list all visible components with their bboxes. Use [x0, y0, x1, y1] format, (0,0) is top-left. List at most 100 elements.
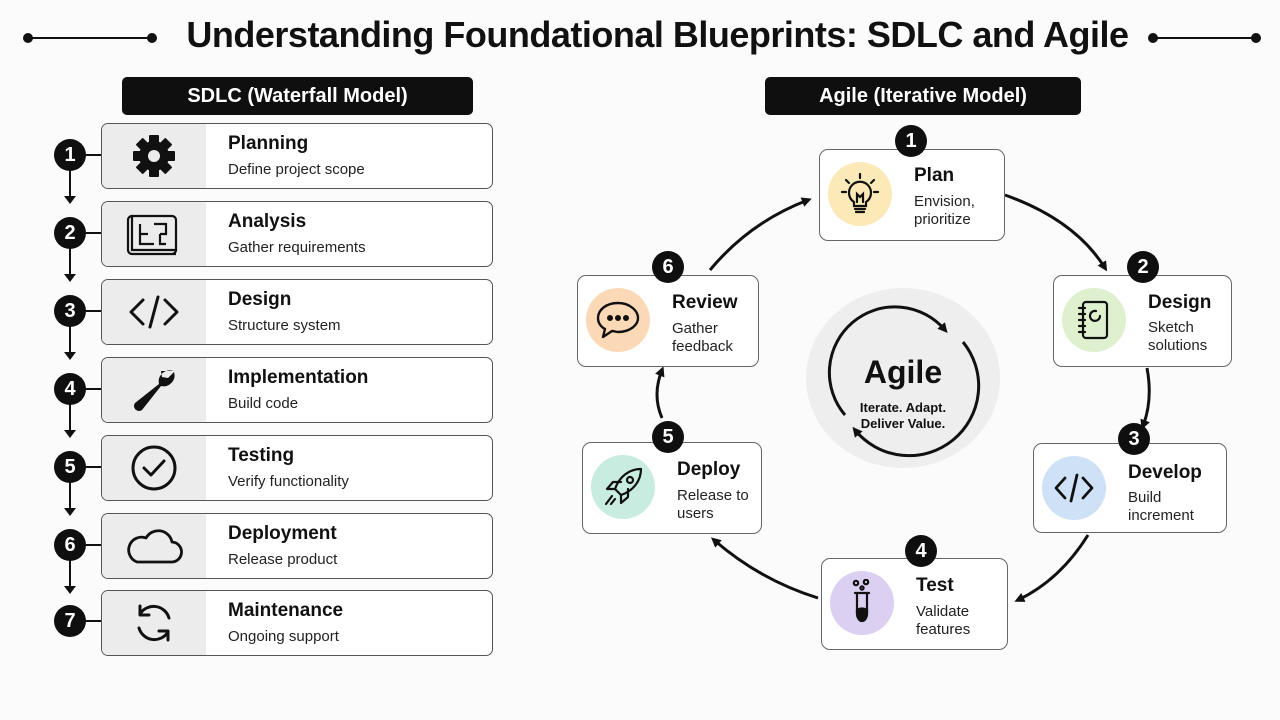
down-arrow-icon: [64, 430, 76, 438]
down-arrow-icon: [64, 508, 76, 516]
down-arrow-icon: [64, 274, 76, 282]
agile-step-number: 4: [905, 535, 937, 567]
step-title: Analysis: [228, 211, 307, 232]
agile-step-develop: Develop Build increment: [1033, 443, 1227, 533]
arrow-test-to-deploy: [710, 537, 819, 600]
agile-center-title: Agile: [863, 354, 943, 390]
step-connector: [86, 620, 101, 622]
rocket-icon: [591, 455, 655, 519]
sdlc-step-number: 7: [54, 605, 86, 637]
sdlc-step-analysis: Analysis Gather requirements: [101, 201, 493, 267]
step-description: Release product: [228, 551, 338, 568]
agile-step-desc-line: Release to: [677, 487, 749, 504]
blueprint-icon: [102, 202, 206, 266]
sdlc-step-testing: Testing Verify functionality: [101, 435, 493, 501]
agile-step-title: Review: [672, 292, 738, 313]
agile-step-test: Test Validate features: [821, 558, 1008, 650]
sdlc-header: SDLC (Waterfall Model): [122, 77, 473, 115]
code-brackets-icon: [1042, 456, 1106, 520]
sdlc-step-number: 3: [54, 295, 86, 327]
sdlc-step-deployment: Deployment Release product: [101, 513, 493, 579]
agile-step-plan: Plan Envision, prioritize: [819, 149, 1005, 241]
sdlc-step-maintenance: Maintenance Ongoing support: [101, 590, 493, 656]
sdlc-step-number: 2: [54, 217, 86, 249]
step-description: Gather requirements: [228, 239, 366, 256]
title-rule-left: [28, 37, 156, 39]
agile-step-number: 5: [652, 421, 684, 453]
agile-step-deploy: Deploy Release to users: [582, 442, 762, 534]
arrow-plan-to-design: [1004, 193, 1108, 272]
agile-step-number: 2: [1127, 251, 1159, 283]
center-arrow-lower: [852, 341, 981, 458]
timeline-segment: [69, 544, 71, 590]
agile-step-desc-line: Sketch: [1148, 319, 1194, 336]
agile-step-desc-line: features: [916, 621, 971, 638]
sdlc-step-number: 4: [54, 373, 86, 405]
agile-step-desc-line: prioritize: [914, 211, 971, 228]
title-dot-right: [1251, 33, 1261, 43]
agile-step-desc-line: Gather: [672, 320, 718, 337]
agile-step-number: 1: [895, 125, 927, 157]
chat-bubble-icon: [586, 288, 650, 352]
step-connector: [86, 544, 101, 546]
step-title: Design: [228, 289, 292, 310]
timeline-segment: [69, 154, 71, 200]
agile-step-desc-line: increment: [1128, 507, 1194, 524]
sdlc-step-number: 5: [54, 451, 86, 483]
agile-step-title: Test: [916, 575, 954, 596]
agile-step-title: Plan: [914, 165, 955, 186]
step-title: Testing: [228, 445, 295, 466]
agile-step-number: 3: [1118, 423, 1150, 455]
agile-step-desc: Envision, prioritize: [914, 193, 994, 229]
agile-step-desc: Validate features: [916, 603, 996, 639]
agile-step-desc-line: Validate: [916, 603, 970, 620]
agile-step-design: Design Sketch solutions: [1053, 275, 1232, 367]
step-connector: [86, 232, 101, 234]
step-title: Deployment: [228, 523, 337, 544]
agile-step-desc: Release to users: [677, 487, 757, 523]
step-description: Define project scope: [228, 161, 365, 178]
agile-step-desc-line: feedback: [672, 338, 733, 355]
agile-step-desc: Build increment: [1128, 489, 1208, 525]
step-connector: [86, 466, 101, 468]
agile-step-desc: Sketch solutions: [1148, 319, 1228, 355]
step-title: Planning: [228, 133, 309, 154]
check-circle-icon: [102, 436, 206, 500]
agile-step-review: Review Gather feedback: [577, 275, 759, 367]
timeline-segment: [69, 466, 71, 512]
timeline-segment: [69, 388, 71, 434]
agile-step-desc: Gather feedback: [672, 320, 752, 356]
arrow-develop-to-test: [1014, 534, 1090, 602]
code-brackets-icon: [102, 280, 206, 344]
title-row: Understanding Foundational Blueprints: S…: [0, 10, 1280, 62]
wrench-icon: [102, 358, 206, 422]
agile-center-line1: Iterate. Adapt.: [859, 400, 947, 415]
arrow-design-to-develop: [1140, 367, 1151, 430]
sdlc-step-implementation: Implementation Build code: [101, 357, 493, 423]
flask-icon: [830, 571, 894, 635]
sdlc-step-design: Design Structure system: [101, 279, 493, 345]
arrow-deploy-to-review: [655, 366, 665, 419]
agile-step-desc-line: Envision,: [914, 193, 975, 210]
agile-step-desc-line: solutions: [1148, 337, 1208, 354]
agile-step-number: 6: [652, 251, 684, 283]
cloud-icon: [102, 514, 206, 578]
step-connector: [86, 310, 101, 312]
arrow-review-to-plan: [708, 197, 812, 271]
sdlc-step-number: 1: [54, 139, 86, 171]
agile-step-title: Develop: [1128, 462, 1202, 483]
step-description: Verify functionality: [228, 473, 349, 490]
down-arrow-icon: [64, 586, 76, 594]
title-rule-right: [1152, 37, 1256, 39]
step-description: Ongoing support: [228, 628, 339, 645]
title-dot-left-inner: [147, 33, 157, 43]
page-title: Understanding Foundational Blueprints: S…: [186, 14, 1129, 55]
step-connector: [86, 154, 101, 156]
agile-step-desc-line: users: [677, 505, 714, 522]
agile-center-line2: Deliver Value.: [860, 416, 946, 431]
step-title: Implementation: [228, 367, 369, 388]
agile-header: Agile (Iterative Model): [765, 77, 1081, 115]
sdlc-step-number: 6: [54, 529, 86, 561]
sdlc-step-planning: Planning Define project scope: [101, 123, 493, 189]
